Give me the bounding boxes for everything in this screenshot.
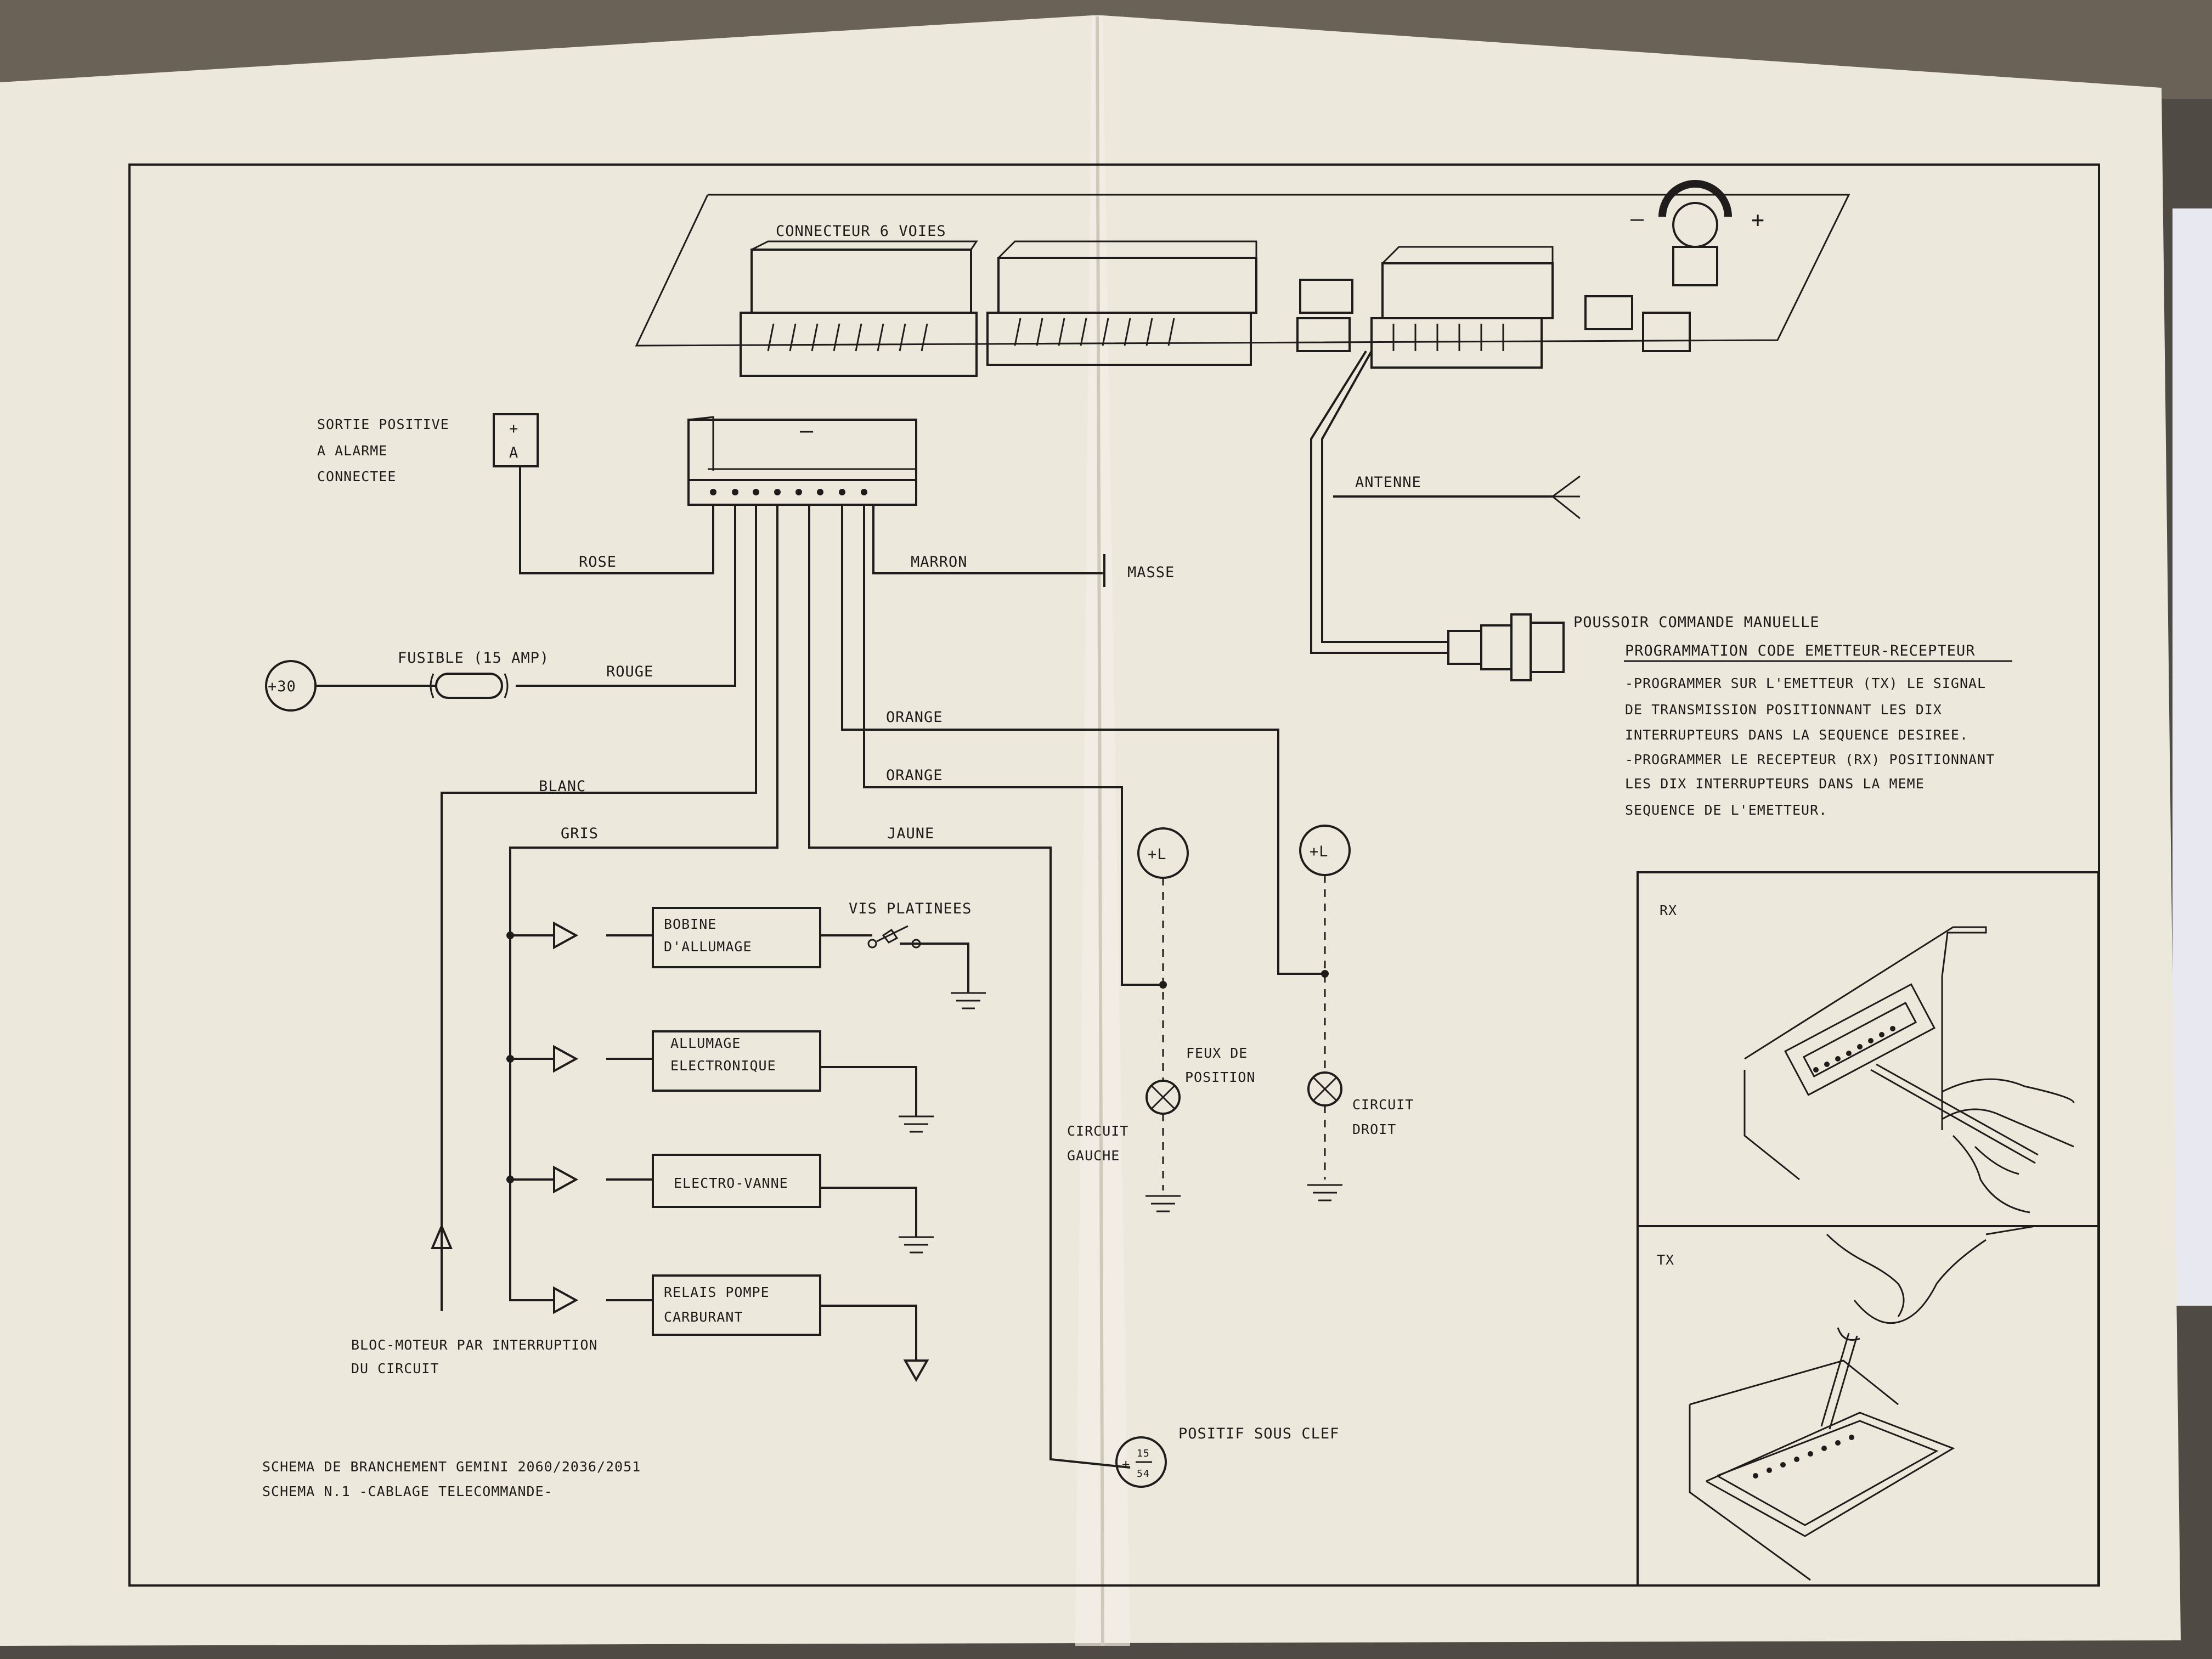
left-circuit-line-1: CIRCUIT (1067, 1123, 1128, 1139)
electronic-ignition-line-2: ELECTRONIQUE (670, 1058, 776, 1074)
alarm-terminal-plus: + (509, 420, 518, 437)
wire-label-orange-1: ORANGE (886, 709, 943, 726)
fuse-label: FUSIBLE (15 AMP) (398, 650, 549, 667)
programming-line-5: LES DIX INTERRUPTEURS DANS LA MEME (1625, 776, 1925, 792)
rx-illustration (1743, 926, 2075, 1214)
programming-line-4: -PROGRAMMER LE RECEPTEUR (RX) POSITIONNA… (1625, 752, 1995, 768)
polarity-minus: – (1630, 206, 1644, 232)
caption-line-2: SCHEMA N.1 -CABLAGE TELECOMMANDE- (262, 1483, 553, 1499)
wire-label-marron: MARRON (911, 554, 968, 571)
key-terminal-plus: + (1122, 1457, 1130, 1472)
connector-assembly (635, 180, 1850, 377)
alarm-output-line-3: CONNECTEE (317, 469, 396, 484)
wire-label-blanc: BLANC (539, 778, 586, 795)
engine-block-line-1: BLOC-MOTEUR PAR INTERRUPTION (351, 1337, 597, 1353)
electronic-ignition-box (652, 1030, 821, 1092)
six-way-connector-middle (986, 240, 1257, 366)
fuel-pump-relay-line-2: CARBURANT (664, 1309, 743, 1325)
wire-label-rouge: ROUGE (606, 663, 653, 680)
ground-symbols (899, 992, 1342, 1383)
breaker-points-label: VIS PLATINEES (849, 900, 972, 917)
fuel-pump-relay-line-1: RELAIS POMPE (664, 1284, 770, 1300)
alarm-output-line-2: A ALARME (317, 443, 387, 459)
programming-line-1: -PROGRAMMER SUR L'EMETTEUR (TX) LE SIGNA… (1625, 675, 1986, 691)
wire-label-rose: ROSE (579, 554, 617, 571)
control-unit (687, 416, 917, 506)
wire-label-masse: MASSE (1127, 564, 1175, 581)
lamp-circuits (1115, 825, 1351, 1488)
six-way-connector-left (740, 240, 978, 377)
wires (265, 350, 1581, 1469)
ignition-coil-line-2: D'ALLUMAGE (664, 939, 752, 955)
small-plug-socket (1296, 317, 1351, 352)
key-positive-label: POSITIF SOUS CLEF (1178, 1425, 1339, 1442)
right-circuit-line-2: DROIT (1352, 1121, 1396, 1137)
engine-block-line-2: DU CIRCUIT (351, 1361, 439, 1376)
tx-label: TX (1657, 1252, 1674, 1268)
ignition-coil-box (652, 907, 821, 968)
polarity-plus: + (1751, 207, 1765, 233)
key-terminal-bottom: 54 (1137, 1468, 1150, 1480)
caption-line-1: SCHEMA DE BRANCHEMENT GEMINI 2060/2036/2… (262, 1459, 641, 1475)
potentiometer (1642, 180, 1732, 352)
fuel-pump-relay-box (652, 1274, 821, 1336)
push-button (1447, 613, 1565, 681)
left-circuit-line-2: GAUCHE (1067, 1148, 1120, 1164)
programming-line-2: DE TRANSMISSION POSITIONNANT LES DIX (1625, 702, 1942, 718)
breaker-points-switch (867, 925, 921, 949)
rx-tx-panels (1637, 871, 2100, 1587)
programming-line-6: SEQUENCE DE L'EMETTEUR. (1625, 802, 1827, 818)
control-unit-mark: – (800, 418, 814, 443)
lamp-terminal-left-label: +L (1148, 846, 1167, 863)
paper-fold-highlight (1075, 15, 1130, 1646)
electronic-ignition-line-1: ALLUMAGE (670, 1035, 741, 1051)
alarm-output-line-1: SORTIE POSITIVE (317, 416, 449, 432)
tx-illustration (1689, 1225, 2036, 1581)
antenna-label: ANTENNE (1355, 474, 1421, 491)
wire-label-jaune: JAUNE (887, 825, 934, 842)
wire-label-gris: GRIS (561, 825, 599, 842)
key-terminal-top: 15 (1137, 1448, 1150, 1459)
terminal-30-label: +30 (268, 678, 296, 695)
programming-title: PROGRAMMATION CODE EMETTEUR-RECEPTEUR (1625, 642, 1975, 659)
push-button-label: POUSSOIR COMMANDE MANUELLE (1573, 614, 1820, 631)
receiver-connector (1370, 246, 1554, 369)
alarm-terminal-letter: A (509, 444, 518, 461)
alarm-terminal-box (493, 413, 539, 467)
paper-fold-crease (1096, 16, 1104, 1646)
position-lights-line-1: FEUX DE (1186, 1045, 1248, 1061)
lamp-terminal-right-label: +L (1310, 843, 1329, 860)
wire-label-orange-2: ORANGE (886, 767, 943, 784)
position-lights-line-2: POSITION (1185, 1069, 1255, 1085)
rx-label: RX (1660, 902, 1677, 918)
connector-label: CONNECTEUR 6 VOIES (776, 223, 946, 240)
electro-valve-box (652, 1154, 821, 1208)
right-circuit-line-1: CIRCUIT (1352, 1097, 1414, 1113)
small-plug (1299, 279, 1353, 314)
programming-line-3: INTERRUPTEURS DANS LA SEQUENCE DESIREE. (1625, 727, 1968, 743)
ignition-coil-line-1: BOBINE (664, 916, 716, 932)
three-pin-plug (1584, 295, 1633, 330)
electro-valve-label: ELECTRO-VANNE (674, 1175, 788, 1191)
side-paper-edge (2172, 208, 2212, 1306)
